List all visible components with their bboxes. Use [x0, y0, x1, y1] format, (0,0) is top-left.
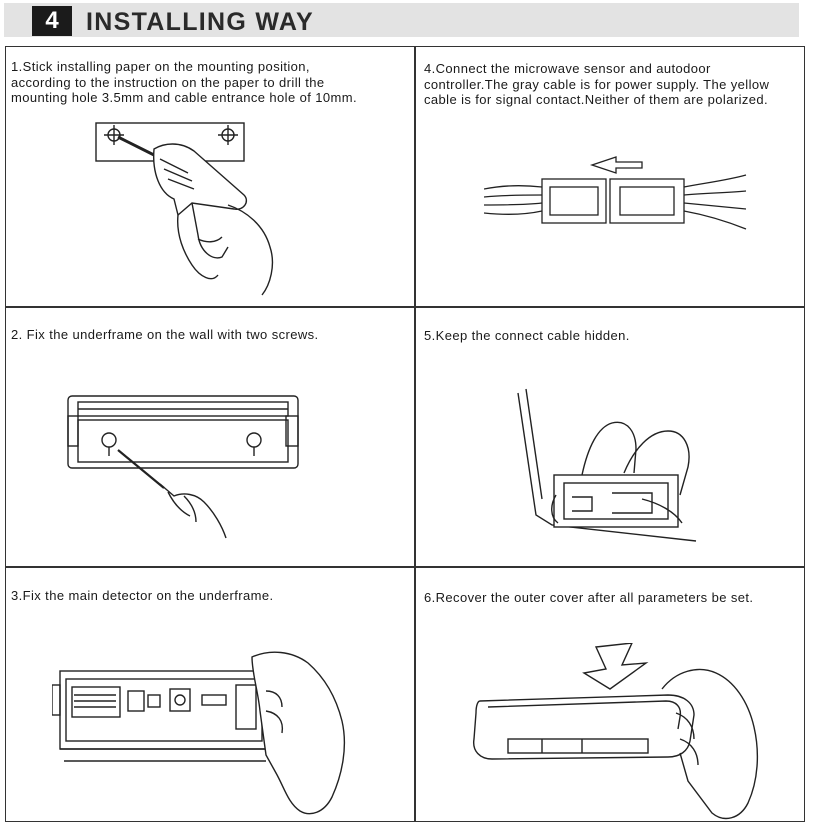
grid-divider-row1 — [6, 306, 804, 308]
hidden-cable-illustration — [512, 377, 714, 551]
cable-connector-illustration — [484, 149, 754, 239]
grid-divider-vertical — [414, 47, 416, 821]
section-title: INSTALLING WAY — [86, 6, 314, 38]
step-4-text: 4.Connect the microwave sensor and autod… — [424, 61, 794, 108]
underframe-screw-illustration — [64, 392, 314, 542]
outer-cover-illustration — [462, 643, 772, 823]
grid-divider-row2 — [6, 566, 804, 568]
drill-illustration — [94, 115, 294, 300]
steps-grid: 1.Stick installing paper on the mounting… — [5, 46, 805, 822]
section-header: 4 INSTALLING WAY — [4, 3, 799, 37]
main-detector-illustration — [52, 651, 364, 819]
step-2-text: 2. Fix the underframe on the wall with t… — [11, 327, 406, 343]
step-6-text: 6.Recover the outer cover after all para… — [424, 590, 802, 606]
step-5-text: 5.Keep the connect cable hidden. — [424, 328, 794, 344]
step-1-text: 1.Stick installing paper on the mounting… — [11, 59, 371, 106]
step-3-text: 3.Fix the main detector on the underfram… — [11, 588, 406, 604]
section-number: 4 — [32, 6, 72, 36]
